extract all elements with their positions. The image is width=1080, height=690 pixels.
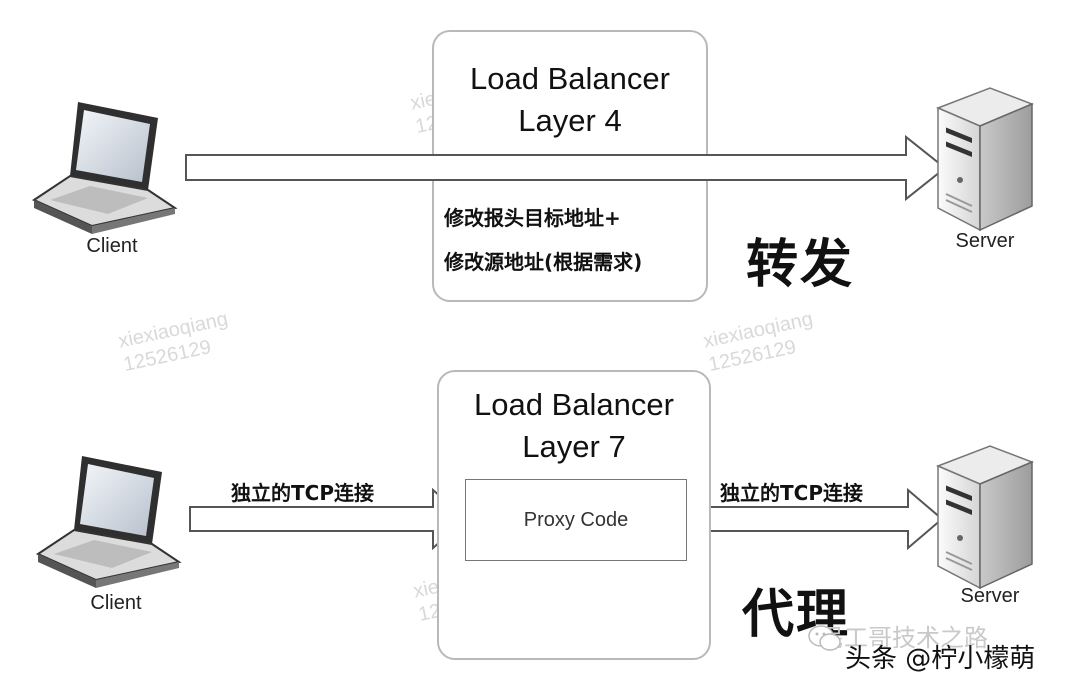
layer7-box-title-line2: Layer 7 [522, 429, 626, 464]
laptop-icon [35, 456, 182, 588]
laptop-icon [31, 102, 178, 234]
source-watermark-text: 民工哥技术之路 [820, 624, 988, 652]
bottom-server-label: Server [960, 585, 1020, 607]
server-icon [936, 87, 1035, 232]
top-server-label: Server [955, 230, 1015, 252]
server-icon [936, 445, 1035, 590]
top-client-label: Client [86, 235, 138, 257]
forward-mode-label: 转发 [746, 235, 855, 295]
wechat-icon [808, 625, 841, 651]
bottom-client-label: Client [90, 592, 142, 614]
layer4-note-line2: 修改源地址(根据需求) [444, 250, 643, 274]
layer4-box-title-line1: Load Balancer [470, 61, 670, 96]
bottom-right-arrow [685, 487, 944, 551]
proxy-code-box: Proxy Code [465, 479, 687, 561]
layer4-note-line1: 修改报头目标地址+ [444, 206, 621, 230]
layer7-box-title-line1: Load Balancer [474, 387, 674, 422]
proxy-code-label: Proxy Code [523, 508, 629, 531]
right-tcp-connection-label: 独立的TCP连接 [720, 481, 863, 505]
left-tcp-connection-label: 独立的TCP连接 [231, 481, 374, 505]
layer4-box-title-line2: Layer 4 [518, 103, 622, 138]
author-credit: 头条 @柠小檬萌 [845, 644, 1036, 674]
